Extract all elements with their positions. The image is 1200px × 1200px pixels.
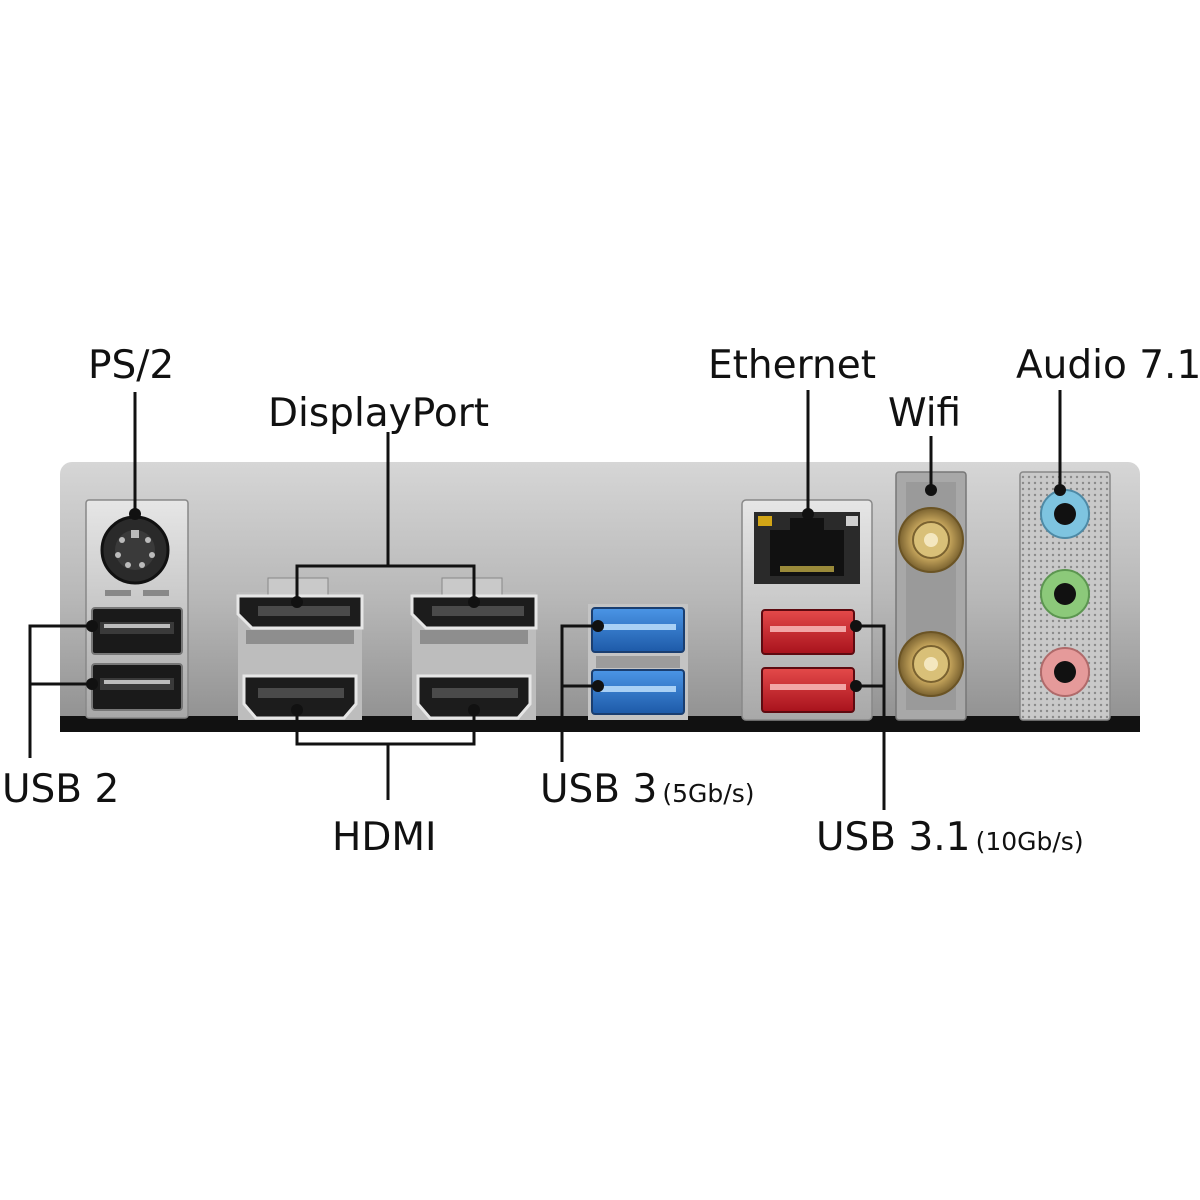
audio-jack-icon[interactable] <box>1040 489 1090 539</box>
ps2-usb2-block <box>85 499 189 719</box>
leader-lines <box>28 390 1062 810</box>
label-ethernet: Ethernet <box>708 343 876 388</box>
hdmi-port-right[interactable] <box>416 674 532 720</box>
label-audio: Audio 7.1 <box>1016 343 1200 388</box>
usb2-port-lower[interactable] <box>91 663 183 711</box>
label-usb2: USB 2 <box>2 767 120 812</box>
antenna-connector-icon[interactable] <box>898 631 964 697</box>
audio-jack-icon[interactable] <box>1040 569 1090 619</box>
usb3-block <box>588 604 688 720</box>
label-usb31-speed: (10Gb/s) <box>975 827 1084 856</box>
hdmi-port-left[interactable] <box>242 674 358 720</box>
wifi-antenna-block <box>895 471 967 721</box>
label-displayport: DisplayPort <box>268 391 490 436</box>
usb31-port-lower[interactable] <box>761 667 855 713</box>
audio-block <box>1019 471 1111 721</box>
antenna-connector-icon[interactable] <box>898 507 964 573</box>
ethernet-port-icon[interactable] <box>754 512 860 584</box>
label-ps2: PS/2 <box>88 343 175 388</box>
leader-dots <box>86 484 1066 716</box>
label-usb3: USB 3 (5Gb/s) <box>540 770 754 809</box>
display-block-left <box>236 577 364 720</box>
label-usb31: USB 3.1 (10Gb/s) <box>816 818 1084 857</box>
display-block-right <box>410 577 538 720</box>
usb31-port-upper[interactable] <box>761 609 855 655</box>
displayport-port-right[interactable] <box>410 594 538 630</box>
displayport-port-left[interactable] <box>236 594 364 630</box>
label-usb3-name: USB 3 <box>540 767 658 812</box>
label-hdmi: HDMI <box>332 815 437 860</box>
usb3-port-lower[interactable] <box>591 669 685 715</box>
label-usb31-name: USB 3.1 <box>816 815 971 860</box>
ethernet-usb31-block <box>741 499 873 721</box>
label-usb3-speed: (5Gb/s) <box>662 779 755 808</box>
usb2-port-upper[interactable] <box>91 607 183 655</box>
audio-jack-icon[interactable] <box>1040 647 1090 697</box>
label-wifi: Wifi <box>888 391 962 436</box>
ps2-port-icon[interactable] <box>100 515 170 585</box>
usb3-port-upper[interactable] <box>591 607 685 653</box>
